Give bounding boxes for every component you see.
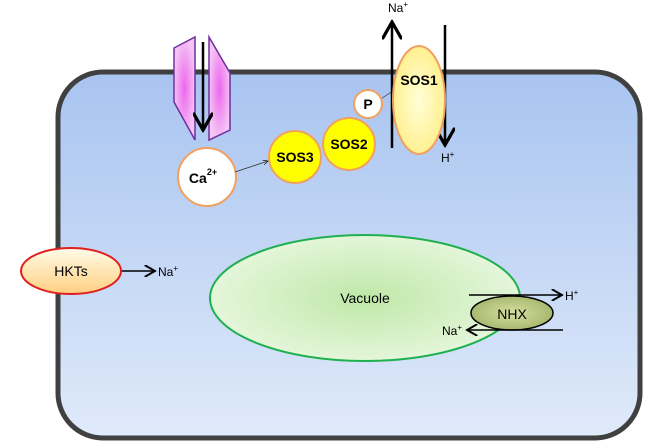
ca-to-sos3-arrow (234, 159, 269, 173)
svg-text:SOS2: SOS2 (330, 136, 368, 152)
nhx-h-label: H+ (565, 288, 579, 303)
sos3: SOS3 (268, 130, 322, 184)
svg-text:SOS3: SOS3 (276, 149, 314, 165)
sos1-h-label: H+ (441, 150, 455, 165)
nhx-na-label: Na+ (442, 323, 462, 338)
sos1-na-label: Na+ (388, 0, 408, 15)
calcium-channel (173, 34, 231, 142)
hkts-na-label: Na+ (158, 264, 178, 279)
calcium-ion: Ca2+ (177, 147, 237, 207)
svg-text:SOS1: SOS1 (400, 72, 438, 88)
hkts-transporter: HKTs (20, 247, 122, 295)
phosphate: P (353, 89, 383, 119)
sos2: SOS2 (322, 117, 376, 171)
sos1: SOS1 (392, 45, 446, 155)
nhx-antiporter: NHX (470, 295, 554, 331)
svg-text:P: P (363, 96, 372, 112)
svg-text:Ca2+: Ca2+ (189, 167, 217, 186)
svg-text:Vacuole: Vacuole (340, 290, 390, 306)
vacuole: Vacuole (209, 234, 521, 362)
svg-text:NHX: NHX (497, 306, 527, 322)
svg-text:HKTs: HKTs (54, 263, 87, 279)
